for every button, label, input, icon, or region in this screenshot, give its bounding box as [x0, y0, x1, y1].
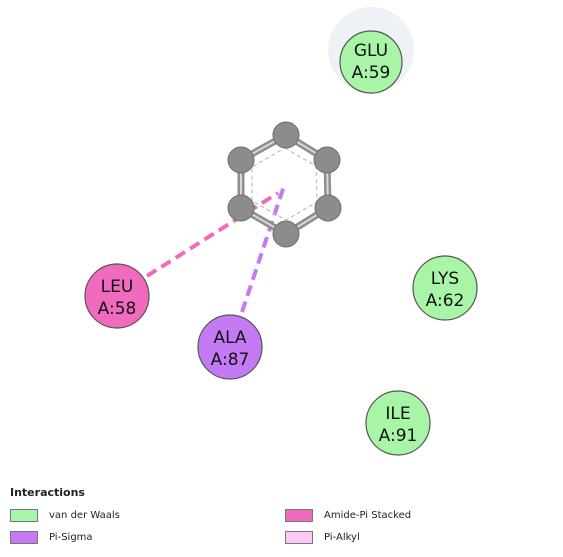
residue-leu-a58[interactable]: LEU A:58 — [84, 263, 150, 329]
legend-item-amide-pi-stacked: Amide-Pi Stacked — [285, 507, 411, 523]
interactions-legend: Interactions van der Waals Amide-Pi Stac… — [10, 486, 555, 554]
ligand-atom — [313, 146, 341, 174]
ligand-atom — [272, 220, 300, 248]
ligand-benzene-ring — [227, 121, 342, 248]
legend-swatch — [10, 508, 38, 522]
aromatic-ring-indicator — [251, 147, 318, 221]
legend-item-pi-sigma: Pi-Sigma — [10, 529, 93, 545]
pi-sigma-interaction-line — [240, 185, 286, 313]
residue-ala-a87[interactable]: ALA A:87 — [197, 314, 263, 380]
legend-swatch — [285, 508, 313, 522]
legend-label: van der Waals — [49, 509, 120, 521]
residue-id: A:87 — [211, 350, 250, 370]
residue-glu-a59[interactable]: GLU A:59 — [328, 7, 414, 94]
legend-label: Pi-Alkyl — [324, 531, 360, 543]
residue-ile-a91[interactable]: ILE A:91 — [365, 390, 431, 456]
legend-swatch — [285, 530, 313, 544]
residue-name: LYS — [431, 269, 459, 289]
legend-item-van-der-waals: van der Waals — [10, 507, 120, 523]
residue-name: ILE — [385, 404, 410, 424]
residue-node — [197, 314, 263, 380]
residue-id: A:62 — [426, 291, 465, 311]
residue-node — [365, 390, 431, 456]
residue-name: LEU — [101, 277, 134, 297]
residue-node — [339, 30, 403, 94]
residue-node — [84, 263, 150, 329]
legend-label: Pi-Sigma — [49, 531, 93, 543]
residue-lys-a62[interactable]: LYS A:62 — [412, 255, 478, 321]
amide-pi-stacked-interaction-line — [145, 191, 280, 278]
residue-node — [412, 255, 478, 321]
residue-id: A:91 — [379, 426, 418, 446]
ligand-atom — [314, 194, 342, 222]
residue-id: A:58 — [98, 299, 137, 319]
ligand-atom — [272, 121, 300, 149]
residue-id: A:59 — [352, 63, 391, 83]
residue-name: GLU — [354, 41, 388, 61]
ligand-atom — [227, 146, 255, 174]
legend-item-pi-alkyl: Pi-Alkyl — [285, 529, 360, 545]
legend-label: Amide-Pi Stacked — [324, 509, 412, 521]
ligand-atom — [227, 194, 255, 222]
legend-swatch — [10, 530, 38, 544]
residue-name: ALA — [213, 328, 246, 348]
legend-title: Interactions — [10, 486, 85, 499]
